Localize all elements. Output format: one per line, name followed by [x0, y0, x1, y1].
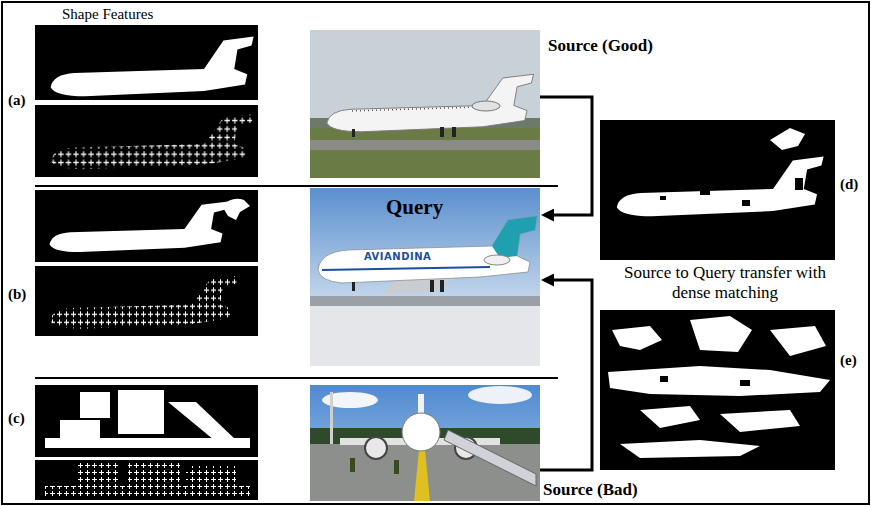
- hog-features: [51, 114, 254, 169]
- person: [394, 460, 399, 474]
- mask-blob: [770, 128, 805, 150]
- landing-gear: [452, 127, 456, 137]
- mask-blob: [608, 366, 830, 396]
- fuselage: [402, 413, 440, 451]
- mask-hole: [740, 380, 750, 386]
- mask-hole: [795, 178, 803, 190]
- mask-hole: [660, 196, 666, 200]
- mask-image: [35, 25, 258, 100]
- hog-features: [45, 486, 250, 498]
- transfer-mask: [600, 310, 835, 470]
- source-photo: Source (Good): [310, 30, 540, 178]
- boarding-stairs: [444, 430, 536, 486]
- plane-mask: [617, 157, 824, 217]
- airplane: [327, 74, 534, 132]
- blob-mask: [168, 402, 236, 440]
- runway: [310, 140, 540, 150]
- landing-gear: [430, 280, 434, 292]
- sky: [310, 385, 540, 501]
- row-letter: (b): [8, 286, 26, 303]
- mask-blob: [690, 316, 752, 352]
- mask-hole: [700, 190, 710, 195]
- landing-gear: [352, 129, 355, 137]
- transfer-arrow: [540, 97, 592, 215]
- panel-heading: Shape Features: [62, 6, 153, 23]
- transfer-caption: Source to Query transfer with dense matc…: [620, 263, 830, 302]
- grass: [310, 128, 540, 178]
- mask-blob: [620, 440, 760, 458]
- mask-blob: [720, 410, 800, 432]
- source-photo: Source (Bad): [310, 385, 540, 501]
- airplane: [318, 216, 537, 283]
- person: [350, 458, 355, 472]
- panel-letter: (d): [840, 176, 858, 193]
- light-pole: [330, 392, 333, 444]
- query-photo: Query: [310, 188, 540, 366]
- mask-blob: [640, 406, 700, 428]
- row-separator: [35, 377, 558, 379]
- tarmac: [310, 444, 540, 501]
- transfer-mask: [600, 120, 835, 260]
- landing-gear: [352, 282, 355, 291]
- mask-hole: [742, 200, 750, 206]
- blob-mask: [80, 392, 110, 418]
- mask-image: [35, 190, 258, 262]
- row-separator: [35, 185, 558, 187]
- panel-letter: (e): [840, 352, 857, 369]
- blob-mask: [60, 420, 100, 438]
- windows: [352, 107, 478, 111]
- mask-image: [35, 385, 258, 457]
- hog-image: [35, 460, 258, 500]
- row-letter: (a): [8, 92, 26, 109]
- hog-features: [50, 276, 238, 329]
- snowy-ground: [310, 306, 540, 366]
- landing-gear: [440, 280, 444, 292]
- query-heading: Query: [386, 195, 443, 219]
- sky: [310, 30, 540, 178]
- plane-mask: [50, 202, 229, 253]
- mask-hole: [660, 376, 668, 382]
- blob-mask: [118, 390, 164, 434]
- livery-stripe: [322, 267, 490, 270]
- blob-mask: [45, 438, 250, 448]
- hog-image: [35, 105, 258, 177]
- sky: [310, 188, 540, 300]
- engine: [484, 255, 510, 265]
- transfer-arrow: [540, 280, 592, 470]
- hog-image: [35, 266, 258, 336]
- row-letter: (c): [8, 410, 25, 427]
- source-heading: Source (Good): [548, 36, 653, 56]
- mask-blob: [612, 326, 662, 350]
- taxi-line: [414, 450, 430, 501]
- source-heading: Source (Bad): [543, 480, 638, 500]
- cloud: [468, 386, 532, 404]
- tail-livery: [492, 216, 537, 258]
- mask-blob: [770, 326, 826, 356]
- livery-text: AVIANDINA: [364, 251, 431, 263]
- landing-gear: [440, 127, 444, 137]
- engine: [365, 437, 387, 459]
- tail-mask: [222, 199, 250, 220]
- engine: [472, 101, 500, 111]
- plane-mask: [51, 37, 254, 97]
- hangar-strip: [310, 296, 540, 306]
